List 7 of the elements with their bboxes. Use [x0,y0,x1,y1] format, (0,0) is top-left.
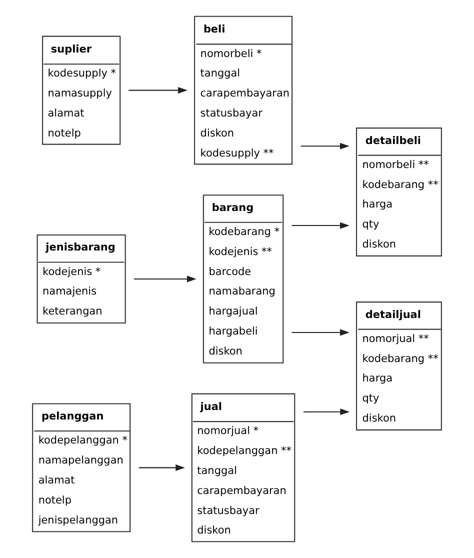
arrow [138,464,186,471]
arrow [292,329,350,336]
arrow [134,276,196,282]
arrow [303,408,350,416]
arrow [300,142,350,150]
arrow [128,87,188,94]
arrow [292,222,350,229]
